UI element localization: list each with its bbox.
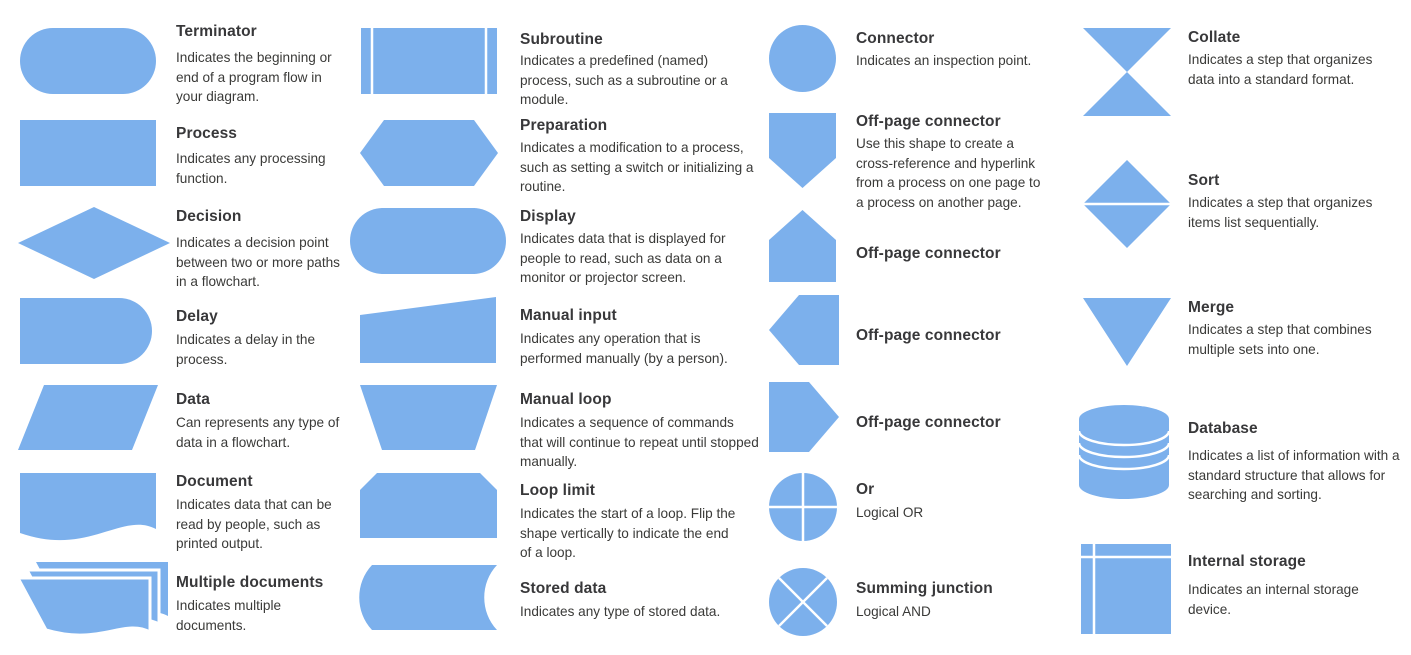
connector-shape (769, 25, 836, 92)
internal-storage-title: Internal storage (1188, 553, 1306, 570)
subroutine-desc: Indicates a predefined (named) process, … (520, 53, 728, 108)
summing-junction-desc: Logical AND (856, 604, 931, 619)
data-title: Data (176, 391, 210, 408)
summing-junction-shape (769, 568, 837, 636)
internal-storage-shape (1081, 544, 1171, 634)
multiple-documents-desc: Indicates multiple documents. (176, 598, 282, 633)
decision-title: Decision (176, 208, 242, 225)
process-desc: Indicates any processing function. (176, 151, 326, 186)
database-title: Database (1188, 420, 1258, 437)
stored-data-shape (359, 565, 497, 630)
connector-desc: Indicates an inspection point. (856, 53, 1032, 68)
internal-storage-desc: Indicates an internal storage device. (1188, 582, 1359, 617)
merge-desc: Indicates a step that combines multiple … (1188, 322, 1372, 357)
delay-title: Delay (176, 308, 218, 325)
delay-shape (20, 298, 152, 364)
manual-loop-shape (360, 385, 497, 450)
process-shape (20, 120, 156, 186)
document-title: Document (176, 473, 253, 490)
delay-desc: Indicates a delay in the process. (176, 332, 316, 367)
sort-title: Sort (1188, 172, 1220, 189)
sort-desc: Indicates a step that organizes items li… (1188, 195, 1373, 230)
off-page-connector-left-title: Off-page connector (856, 327, 1001, 344)
decision-desc: Indicates a decision point between two o… (176, 235, 340, 290)
off-page-connector-up-title: Off-page connector (856, 245, 1001, 262)
merge-shape (1083, 298, 1171, 366)
terminator-title: Terminator (176, 23, 257, 40)
subroutine-shape (361, 28, 497, 94)
database-desc: Indicates a list of information with a s… (1188, 448, 1400, 503)
process-title: Process (176, 125, 238, 142)
database-shape (1077, 405, 1171, 499)
off-page-connector-down-title: Off-page connector (856, 113, 1001, 130)
document-shape (20, 473, 156, 545)
display-shape (350, 208, 506, 274)
preparation-title: Preparation (520, 117, 608, 134)
collate-desc: Indicates a step that organizes data int… (1188, 52, 1373, 87)
manual-input-desc: Indicates any operation that is performe… (520, 331, 728, 366)
merge-title: Merge (1188, 299, 1235, 316)
stored-data-desc: Indicates any type of stored data. (520, 604, 721, 619)
off-page-connector-down-shape (769, 113, 836, 188)
document-desc: Indicates data that can be read by peopl… (176, 497, 332, 552)
preparation-shape (360, 120, 498, 186)
off-page-connector-up-shape (769, 210, 836, 282)
manual-input-shape (360, 297, 496, 363)
collate-title: Collate (1188, 29, 1241, 46)
manual-loop-title: Manual loop (520, 391, 612, 408)
multiple-documents-shape (15, 562, 168, 644)
or-shape (769, 473, 837, 541)
manual-input-title: Manual input (520, 307, 617, 324)
off-page-connector-down-desc: Use this shape to create a cross-referen… (856, 136, 1041, 210)
data-desc: Can represents any type of data in a flo… (176, 415, 340, 450)
collate-shape (1083, 28, 1171, 116)
loop-limit-title: Loop limit (520, 482, 596, 499)
display-title: Display (520, 208, 576, 225)
decision-shape (18, 207, 170, 279)
stored-data-title: Stored data (520, 580, 607, 597)
connector-title: Connector (856, 30, 935, 47)
multiple-documents-title: Multiple documents (176, 574, 324, 591)
data-shape (18, 385, 158, 450)
or-desc: Logical OR (856, 505, 924, 520)
preparation-desc: Indicates a modification to a process, s… (520, 140, 754, 195)
manual-loop-desc: Indicates a sequence of commands that wi… (520, 415, 759, 470)
off-page-connector-left-shape (769, 295, 839, 365)
summing-junction-title: Summing junction (856, 580, 993, 597)
terminator-desc: Indicates the beginning or end of a prog… (176, 50, 332, 105)
or-title: Or (856, 481, 875, 498)
sort-shape (1083, 160, 1171, 248)
subroutine-title: Subroutine (520, 31, 603, 48)
display-desc: Indicates data that is displayed for peo… (520, 231, 726, 286)
loop-limit-shape (360, 473, 497, 538)
off-page-connector-right-shape (769, 382, 839, 452)
loop-limit-desc: Indicates the start of a loop. Flip the … (520, 506, 736, 561)
off-page-connector-right-title: Off-page connector (856, 414, 1001, 431)
terminator-shape (20, 28, 156, 94)
